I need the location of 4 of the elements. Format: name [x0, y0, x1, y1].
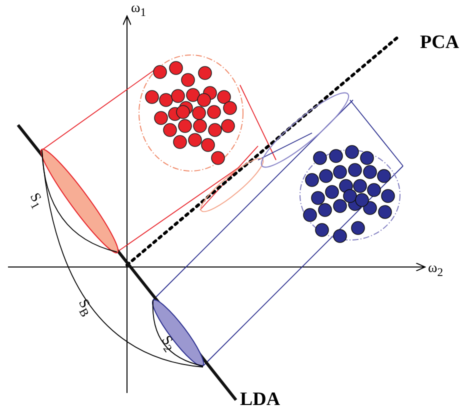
- line-label: PCA: [420, 33, 460, 52]
- line-label: LDA: [240, 390, 280, 409]
- axis-label: ω$_{1}$: [131, 2, 146, 18]
- axis-label: ω$_{2}$: [428, 262, 444, 278]
